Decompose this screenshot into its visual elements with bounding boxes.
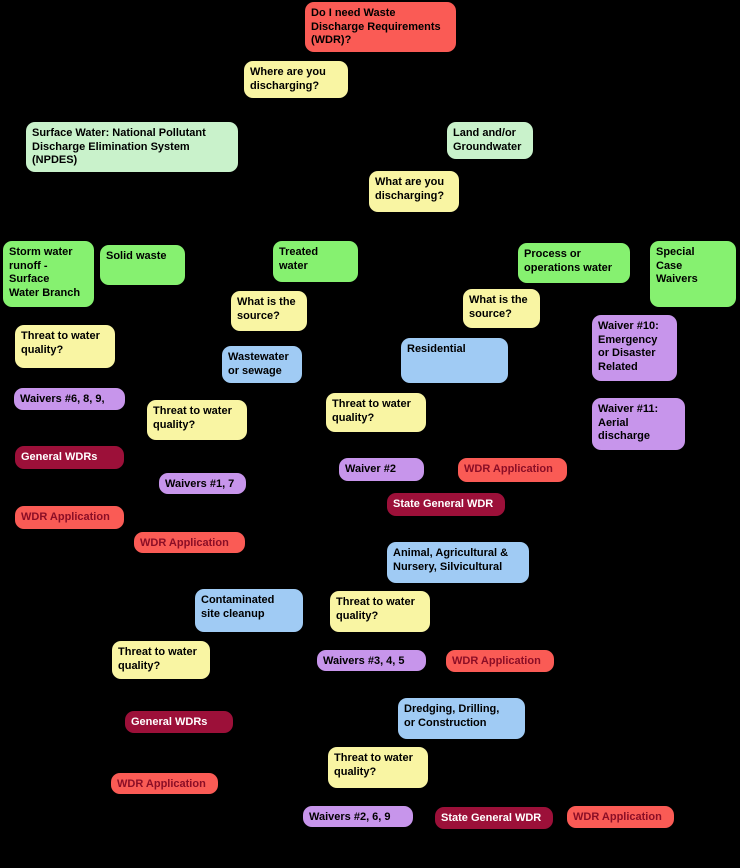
node-where-are-you-discharging: Where are you discharging? — [244, 61, 348, 98]
node-waivers-3-4-5: Waivers #3, 4, 5 — [317, 650, 426, 671]
node-waiver-11-aerial: Waiver #11: Aerial discharge — [592, 398, 685, 450]
node-wdr-application-contaminated: WDR Application — [111, 773, 218, 794]
node-what-is-the-source-right: What is the source? — [463, 289, 540, 328]
node-waiver-2: Waiver #2 — [339, 458, 424, 481]
node-waivers-2-6-9: Waivers #2, 6, 9 — [303, 806, 413, 827]
node-dredging-drilling-construction: Dredging, Drilling, or Construction — [398, 698, 525, 739]
node-storm-water-runoff: Storm water runoff - Surface Water Branc… — [3, 241, 94, 307]
node-threat-storm: Threat to water quality? — [15, 325, 115, 368]
node-threat-wastewater: Threat to water quality? — [147, 400, 247, 440]
node-treated-water: Treated water — [273, 241, 358, 282]
node-state-general-wdr-residential: State General WDR — [387, 493, 505, 516]
node-contaminated-site-cleanup: Contaminated site cleanup — [195, 589, 303, 632]
node-solid-waste: Solid waste — [100, 245, 185, 285]
node-land-and-or-groundwater: Land and/or Groundwater — [447, 122, 533, 159]
node-wdr-application-dredging: WDR Application — [567, 806, 674, 828]
node-what-are-you-discharging: What are you discharging? — [369, 171, 459, 212]
node-do-i-need-wdr: Do I need Waste Discharge Requirements (… — [305, 2, 456, 52]
node-state-general-wdr-dredging: State General WDR — [435, 807, 553, 829]
node-threat-contaminated: Threat to water quality? — [112, 641, 210, 679]
node-general-wdrs-storm: General WDRs — [15, 446, 124, 469]
node-general-wdrs-contaminated: General WDRs — [125, 711, 233, 733]
node-wastewater-or-sewage: Wastewater or sewage — [222, 346, 302, 383]
node-wdr-application-residential: WDR Application — [458, 458, 567, 482]
node-process-or-operations-water: Process or operations water — [518, 243, 630, 283]
node-threat-dredging: Threat to water quality? — [328, 747, 428, 788]
node-wdr-application-wastewater: WDR Application — [134, 532, 245, 553]
node-waivers-6-8-9: Waivers #6, 8, 9, — [14, 388, 125, 410]
node-waiver-10-emergency: Waiver #10: Emergency or Disaster Relate… — [592, 315, 677, 381]
node-threat-animal: Threat to water quality? — [330, 591, 430, 632]
node-wdr-application-animal: WDR Application — [446, 650, 554, 672]
node-what-is-the-source-left: What is the source? — [231, 291, 307, 331]
node-waivers-1-7: Waivers #1, 7 — [159, 473, 246, 494]
node-residential: Residential — [401, 338, 508, 383]
node-wdr-application-storm: WDR Application — [15, 506, 124, 529]
node-special-case-waivers: Special Case Waivers — [650, 241, 736, 307]
node-animal-agricultural-nursery: Animal, Agricultural & Nursery, Silvicul… — [387, 542, 529, 583]
node-threat-residential: Threat to water quality? — [326, 393, 426, 432]
node-surface-water-npdes: Surface Water: National Pollutant Discha… — [26, 122, 238, 172]
